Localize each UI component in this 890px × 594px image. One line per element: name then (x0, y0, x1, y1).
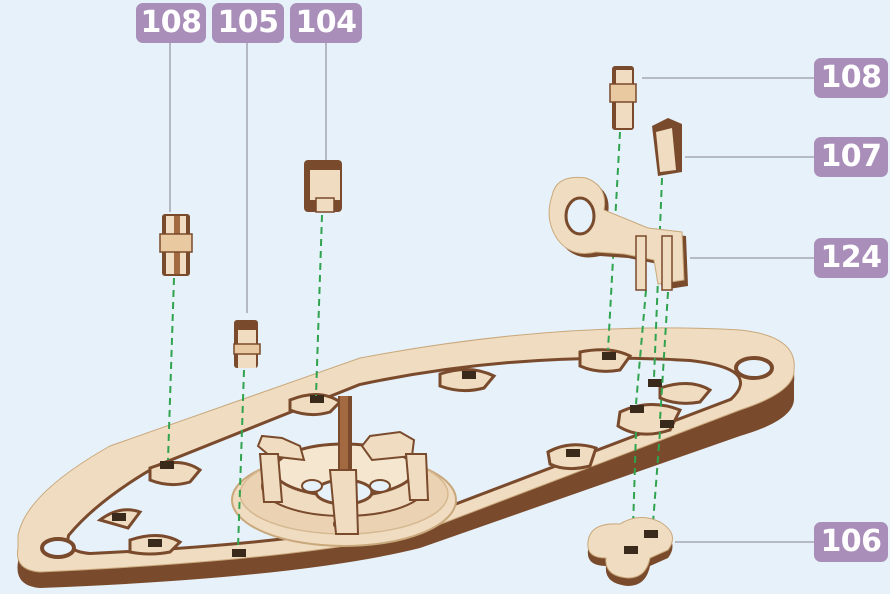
label-124: 124 (814, 238, 888, 278)
small-peg-108-icon (160, 214, 192, 276)
label-108-top: 108 (136, 3, 206, 43)
label-105: 105 (212, 3, 284, 43)
key-shaped-part-124-icon (549, 177, 688, 290)
label-107: 107 (814, 137, 888, 177)
small-peg-107-icon (652, 118, 682, 176)
small-peg-105-icon (234, 320, 260, 368)
clover-foot-part-106-icon (588, 517, 673, 586)
oval-base-frame-icon (17, 328, 794, 588)
small-peg-108-right-icon (610, 66, 636, 130)
label-104: 104 (290, 3, 362, 43)
small-peg-104-icon (304, 160, 342, 212)
label-106: 106 (814, 522, 888, 562)
label-108-right: 108 (814, 58, 888, 98)
